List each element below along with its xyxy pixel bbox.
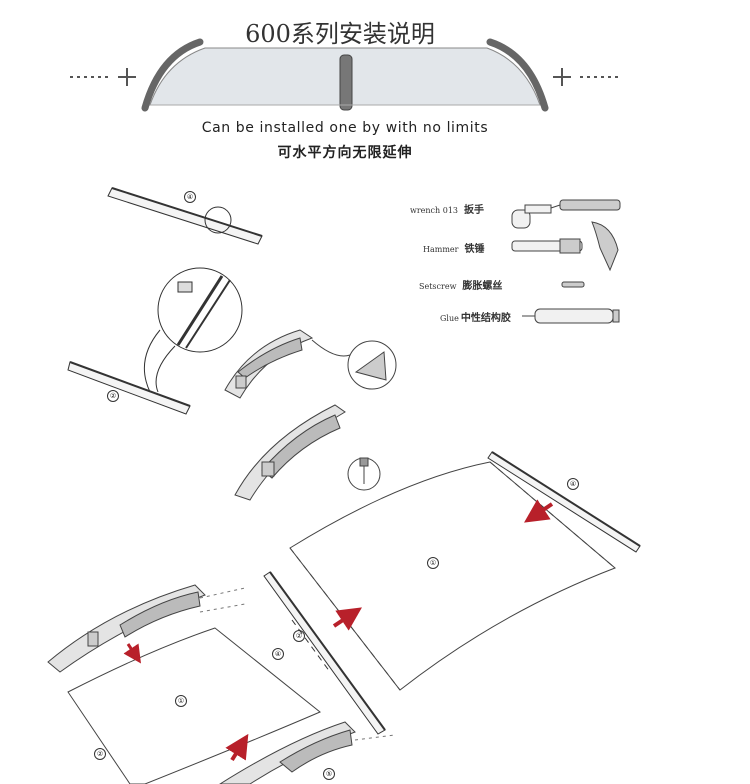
rail-top [107, 187, 263, 245]
tool-hammer-en: Hammer [423, 245, 459, 254]
tool-hammer-cn: 铁锤 [464, 244, 485, 255]
part-number-small-4: ④ [272, 648, 284, 660]
tool-hammer-label: Hammer 铁锤 [423, 240, 484, 255]
part-number-rail-top: ④ [184, 191, 196, 203]
tool-glue-en: Glue [440, 314, 459, 323]
rail-left [67, 267, 243, 415]
bracket-upper [224, 329, 397, 399]
part-number-panel-bottom: ① [175, 695, 187, 707]
part-number-bottom-2: ② [94, 748, 106, 760]
panel-main [289, 461, 616, 691]
glue-icon [522, 308, 620, 324]
tool-wrench-en: wrench 013 [410, 206, 459, 215]
caption-chinese: 可水平方向无限延伸 [277, 145, 413, 161]
screw-icon [561, 281, 585, 288]
tool-glue-cn: 中性结构胶 [460, 313, 511, 324]
rail-middle [263, 571, 386, 735]
bracket-bottom-right [219, 721, 396, 784]
bracket-bottom-left [47, 584, 246, 673]
tool-wrench-label: wrench 013 扳手 [410, 201, 484, 216]
hammer-icon [511, 221, 619, 272]
tool-screw-en: Setscrew [419, 282, 457, 291]
caption-english: Can be installed one by with no limits [201, 120, 489, 136]
part-number-rail-left: ② [107, 390, 119, 402]
red-arrows [123, 499, 554, 762]
part-number-rail-right: ④ [567, 478, 579, 490]
wrench-icon [511, 199, 621, 229]
expand-right-marker [553, 68, 622, 86]
tool-wrench-cn: 扳手 [464, 205, 485, 216]
panel-bottom [67, 627, 321, 784]
expand-left-marker [70, 68, 136, 86]
part-number-small-2: ② [293, 630, 305, 642]
rail-right [487, 451, 641, 553]
screw-detail [347, 457, 381, 491]
tool-screw-label: Setscrew 膨胀螺丝 [419, 277, 502, 292]
page-title: 600系列安装说明 [245, 20, 435, 48]
header-canopy [141, 38, 549, 112]
tool-screw-cn: 膨胀螺丝 [462, 281, 503, 292]
part-number-bottom-5: ⑤ [323, 768, 335, 780]
part-number-panel-main: ① [427, 557, 439, 569]
bracket-lower [234, 404, 346, 501]
